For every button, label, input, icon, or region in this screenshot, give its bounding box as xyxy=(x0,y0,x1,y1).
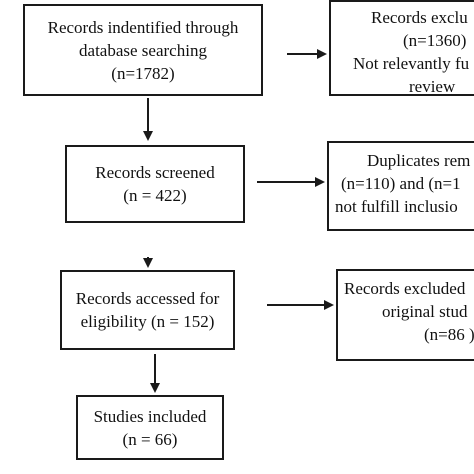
duplicates-removed-line-1: Duplicates rem xyxy=(367,151,471,170)
records-identified-line-1: Records indentified through xyxy=(47,17,239,37)
records-excluded-line-2: (n=1360) xyxy=(403,31,467,50)
studies-included-box: Studies included (n = 66) xyxy=(76,395,224,460)
records-eligibility-box: Records accessed for eligibility (n = 15… xyxy=(60,270,235,350)
records-screened-line-1: Records screened xyxy=(95,163,215,182)
records-identified-line-2: database searching xyxy=(79,40,207,60)
records-excluded-original-box: Records excluded original stud (n=86 ) xyxy=(336,269,474,361)
records-screened-box: Records screened (n = 422) xyxy=(65,145,245,223)
records-identified-line-3: (n=1782) xyxy=(111,63,175,83)
records-excluded-box: Records exclu (n=1360) Not relevantly fu… xyxy=(329,0,474,96)
records-excluded-line-3: Not relevantly fu xyxy=(353,54,470,73)
records-excluded-line-4: review xyxy=(409,77,456,96)
records-eligibility-line-1: Records accessed for xyxy=(75,289,220,308)
records-excluded-line-1: Records exclu xyxy=(371,8,468,27)
records-eligibility-line-2: eligibility (n = 152) xyxy=(80,312,215,331)
duplicates-removed-line-3: not fulfill inclusio xyxy=(335,197,458,216)
studies-included-line-2: (n = 66) xyxy=(122,429,178,449)
duplicates-removed-line-2: (n=110) and (n=1 xyxy=(341,174,461,193)
records-excluded-original-line-3: (n=86 ) xyxy=(424,325,474,344)
duplicates-removed-box: Duplicates rem (n=110) and (n=1 not fulf… xyxy=(327,141,474,231)
studies-included-line-1: Studies included xyxy=(93,406,207,426)
records-excluded-original-line-2: original stud xyxy=(382,302,468,321)
records-excluded-original-line-1: Records excluded xyxy=(344,279,466,298)
records-identified-box: Records indentified through database sea… xyxy=(23,4,263,96)
records-screened-line-2: (n = 422) xyxy=(123,186,187,205)
